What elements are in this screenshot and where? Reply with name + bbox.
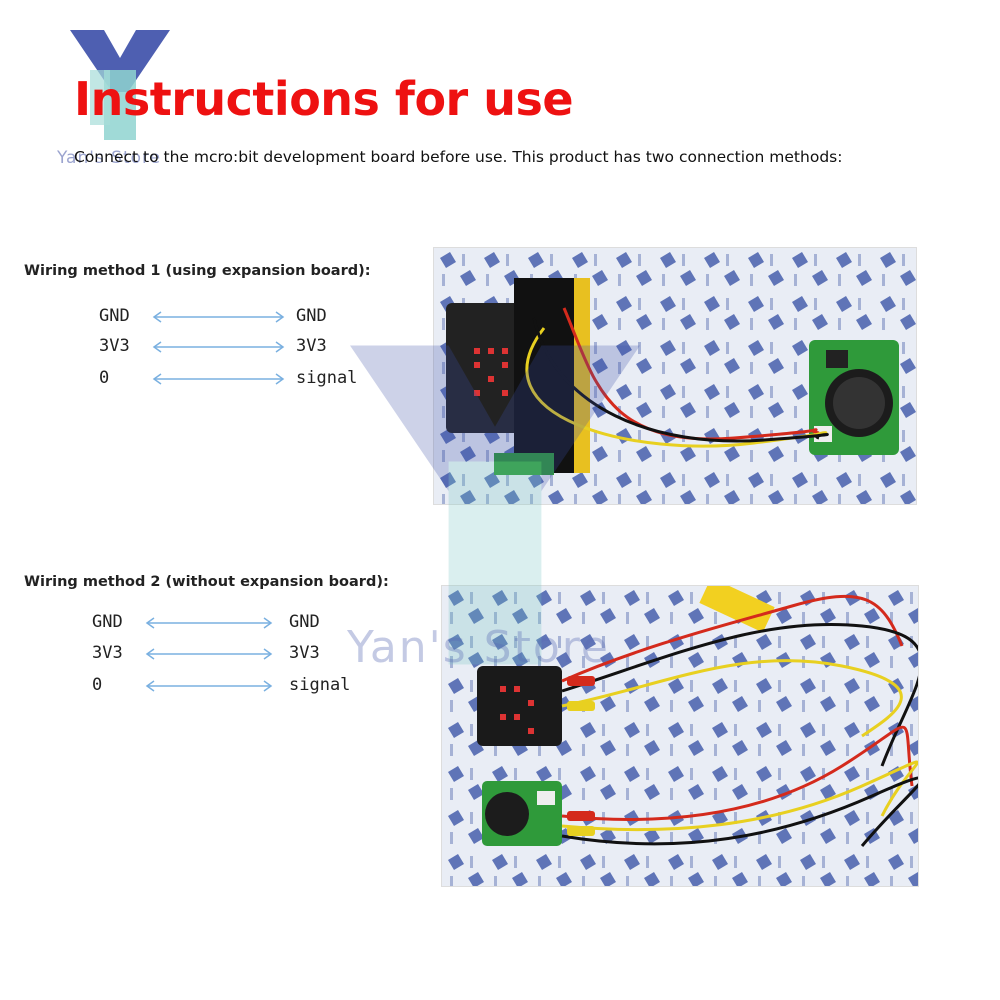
m1-row3-arrow <box>152 373 285 385</box>
m1-row3-left: 0 <box>99 368 110 388</box>
m2-row2-right: 3V3 <box>289 643 320 663</box>
m1-row2-arrow <box>152 341 285 353</box>
m1-row1-arrow <box>152 311 285 323</box>
m1-row1-left: GND <box>99 306 130 326</box>
m1-row1-right: GND <box>296 306 327 326</box>
page-title: Instructions for use <box>74 72 574 126</box>
m1-row2-left: 3V3 <box>99 336 130 356</box>
wiring-method-1-title: Wiring method 1 (using expansion board): <box>24 263 371 279</box>
watermark-text: Yan's Store <box>347 622 610 673</box>
store-logo-text: Yan's Store <box>57 148 162 168</box>
m2-row2-left: 3V3 <box>92 643 123 663</box>
m1-row3-right: signal <box>296 368 358 388</box>
store-logo <box>70 30 170 140</box>
m2-row3-left: 0 <box>92 675 103 695</box>
m2-row1-left: GND <box>92 612 123 632</box>
m1-row2-right: 3V3 <box>296 336 327 356</box>
watermark-logo <box>350 345 640 665</box>
m2-row2-arrow <box>145 648 273 660</box>
intro-text: Connect to the mcro:bit development boar… <box>74 148 843 166</box>
wiring-method-2-title: Wiring method 2 (without expansion board… <box>24 574 389 590</box>
m2-row3-arrow <box>145 680 273 692</box>
m2-row3-right: signal <box>289 675 351 695</box>
wiring-photo-1 <box>433 247 917 505</box>
m2-row1-arrow <box>145 617 273 629</box>
wiring-photo-2 <box>441 585 919 887</box>
m2-row1-right: GND <box>289 612 320 632</box>
